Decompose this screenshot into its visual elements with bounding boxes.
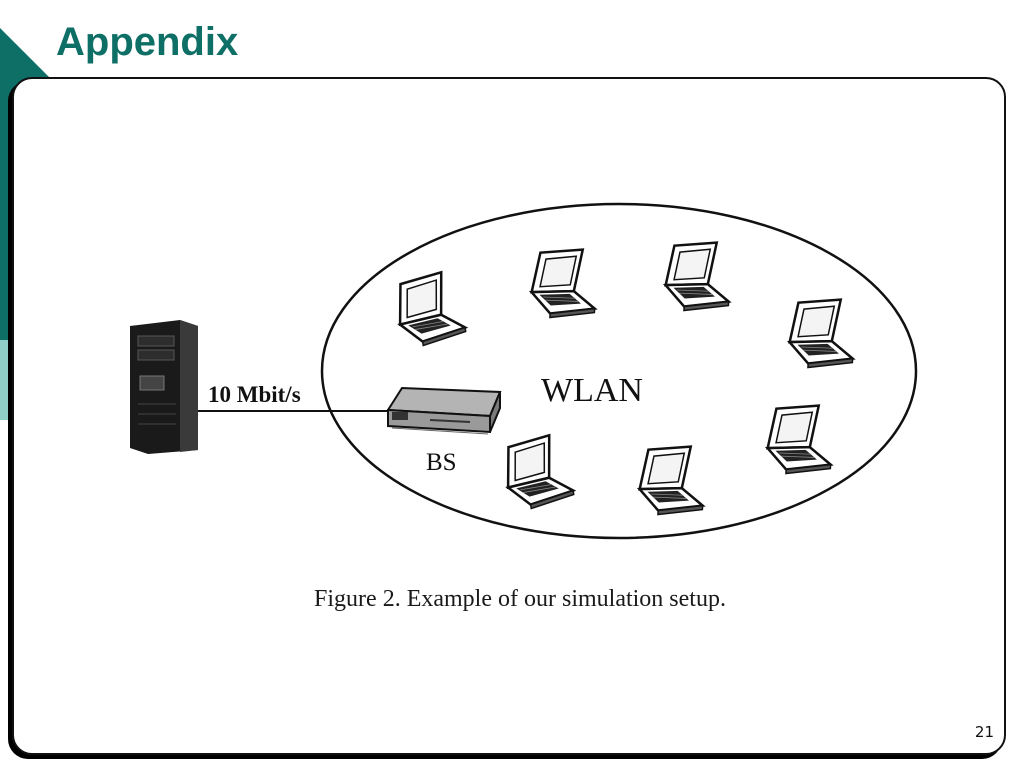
page-number: 21 — [974, 723, 994, 741]
figure-caption: Figure 2. Example of our simulation setu… — [314, 586, 726, 612]
slide-title: Appendix — [56, 20, 239, 64]
laptop-icon — [662, 238, 734, 315]
wlan-label: WLAN — [541, 372, 643, 409]
laptop-icon — [392, 268, 469, 350]
link-speed-label: 10 Mbit/s — [208, 382, 301, 407]
laptop-icon — [528, 245, 600, 322]
laptop-icon — [636, 442, 708, 519]
laptop-icon — [786, 295, 858, 372]
laptop-icon — [764, 401, 836, 478]
laptop-icon — [500, 431, 577, 513]
base-station-label: BS — [426, 449, 457, 476]
server-tower-icon — [130, 320, 198, 454]
base-station-icon — [386, 386, 502, 435]
wlan-boundary — [320, 202, 918, 540]
